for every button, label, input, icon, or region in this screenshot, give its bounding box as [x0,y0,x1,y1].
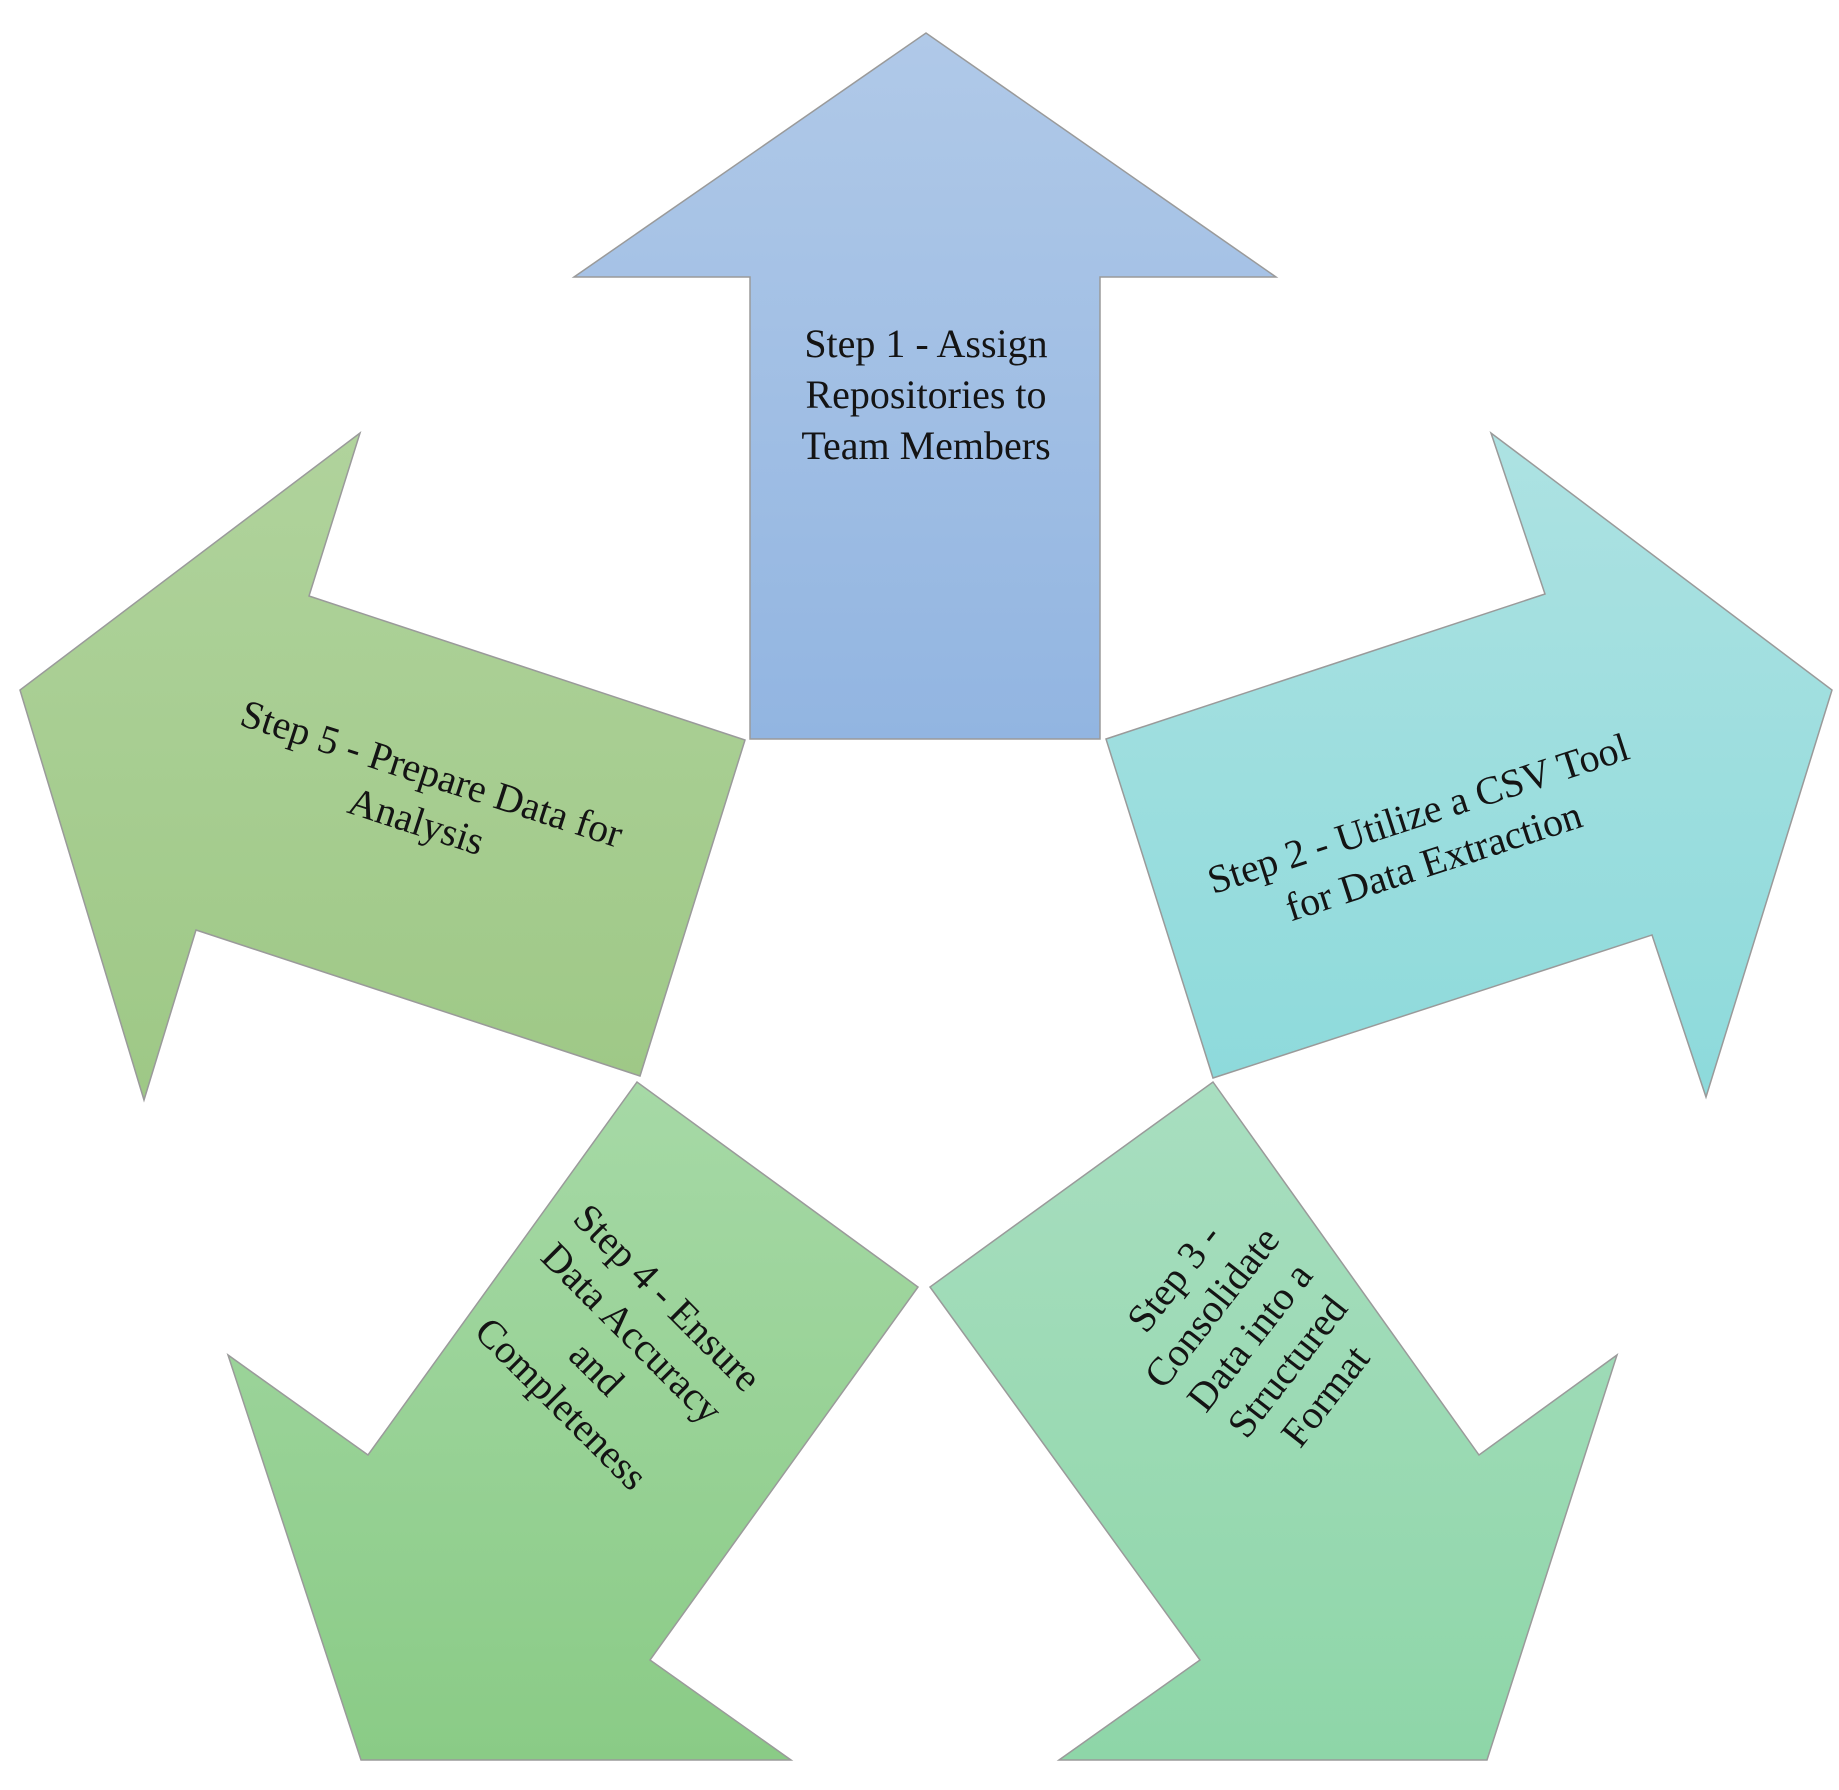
step-1-label-line-2: Repositories to [805,372,1046,417]
step-3-arrow-shape [928,1080,1619,1761]
step-3-arrow: Step 3 -ConsolidateData into aStructured… [928,1080,1619,1761]
step-5-arrow: Step 5 - Prepare Data forAnalysis [19,430,746,1103]
step-4-arrow-shape [226,1080,920,1761]
step-5-arrow-shape [19,430,746,1103]
step-1-label-line-3: Team Members [801,423,1050,468]
step-1-arrow-shape [571,32,1279,740]
step-2-arrow-shape [1105,430,1833,1100]
step-2-arrow: Step 2 - Utilize a CSV Toolfor Data Extr… [1105,430,1833,1100]
step-4-arrow: Step 4 - EnsureData AccuracyandCompleten… [226,1080,920,1761]
step-1-label-line-1: Step 1 - Assign [804,321,1047,366]
